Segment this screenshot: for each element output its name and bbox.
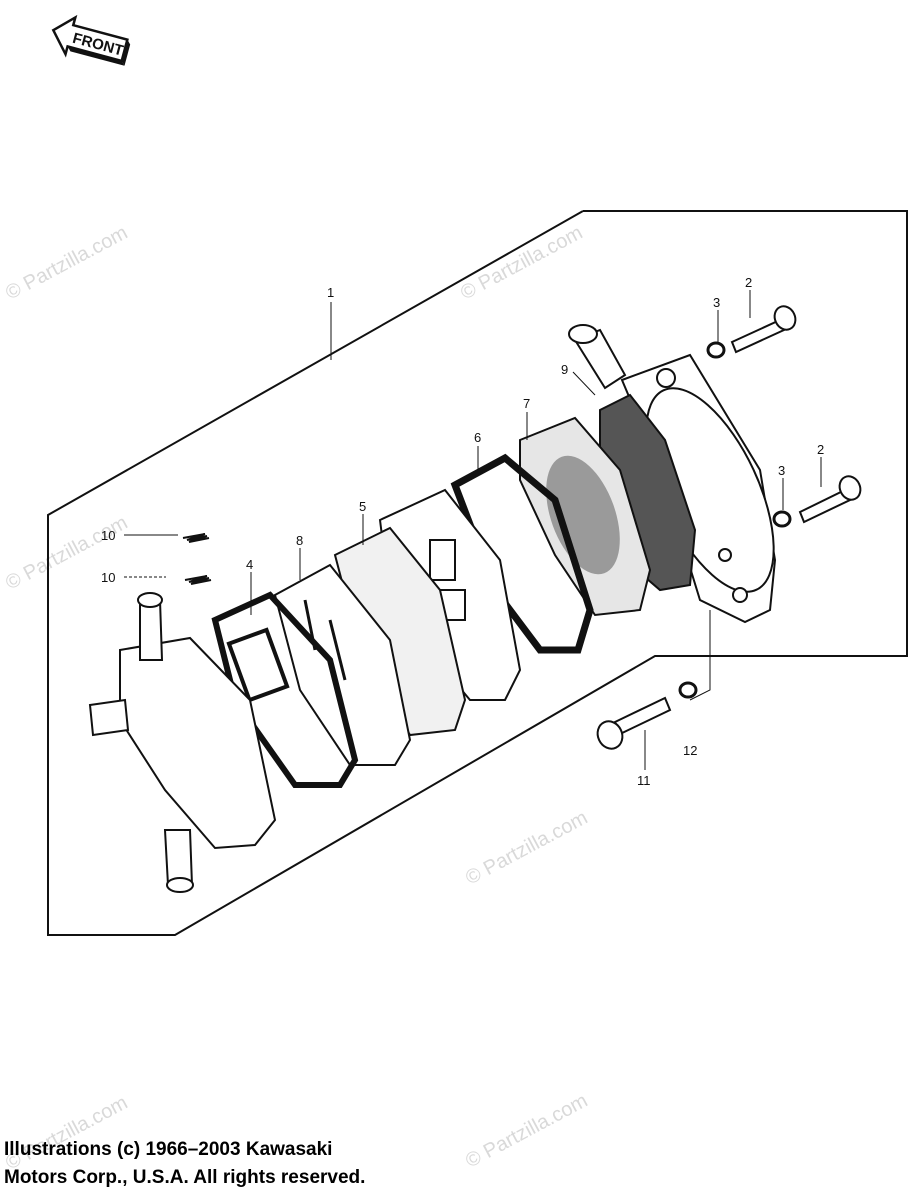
callout-8: 8 bbox=[296, 533, 303, 548]
callout-12: 12 bbox=[683, 743, 697, 758]
callout-6: 6 bbox=[474, 430, 481, 445]
callout-11: 11 bbox=[637, 773, 651, 788]
screw-icon bbox=[596, 696, 672, 750]
spring-icon bbox=[182, 533, 210, 543]
callout-2: 2 bbox=[745, 275, 752, 290]
pump-body-front bbox=[88, 592, 277, 893]
callout-3: 3 bbox=[778, 463, 785, 478]
washer-icon bbox=[678, 681, 698, 699]
copyright-line-1: Illustrations (c) 1966–2003 Kawasaki bbox=[4, 1139, 333, 1160]
front-arrow-icon: FRONT bbox=[51, 14, 131, 66]
callouts: 1 2 2 3 3 4 5 6 7 8 9 10 10 11 12 bbox=[101, 275, 824, 788]
callout-5: 5 bbox=[359, 499, 366, 514]
assembly-outline bbox=[47, 210, 908, 936]
watermark: © Partzilla.com bbox=[462, 1090, 591, 1173]
callout-10: 10 bbox=[101, 570, 115, 585]
callout-2: 2 bbox=[817, 442, 824, 457]
gasket-8 bbox=[273, 563, 412, 766]
copyright-notice: Illustrations (c) 1966–2003 Kawasaki Mot… bbox=[4, 1136, 365, 1192]
callout-9: 9 bbox=[561, 362, 568, 377]
pump-body-rear bbox=[568, 324, 777, 624]
watermark: © Partzilla.com bbox=[457, 222, 586, 305]
washer-icon bbox=[772, 510, 792, 528]
callout-10: 10 bbox=[101, 528, 115, 543]
washer-icon bbox=[706, 341, 726, 359]
callout-3: 3 bbox=[713, 295, 720, 310]
watermark: © Partzilla.com bbox=[2, 222, 131, 305]
copyright-line-2: Motors Corp., U.S.A. All rights reserved… bbox=[4, 1167, 366, 1188]
callout-4: 4 bbox=[246, 557, 253, 572]
spring-icon bbox=[184, 575, 212, 585]
screw-icon bbox=[730, 305, 797, 354]
leader-lines bbox=[124, 290, 822, 770]
screw-icon bbox=[798, 475, 862, 524]
watermark: © Partzilla.com bbox=[462, 807, 591, 890]
gasket-7 bbox=[519, 416, 652, 617]
callout-7: 7 bbox=[523, 396, 530, 411]
callout-1: 1 bbox=[327, 285, 334, 300]
